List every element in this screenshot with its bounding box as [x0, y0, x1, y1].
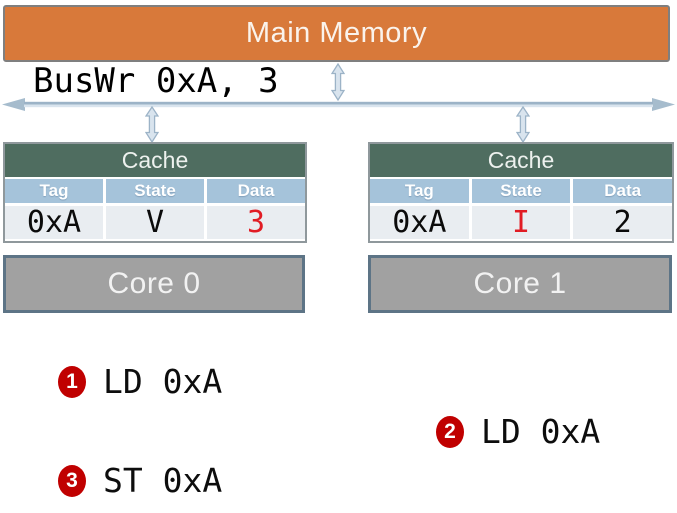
cache0-col-data: Data — [207, 179, 305, 203]
cache0-tag-value: 0xA — [5, 205, 103, 240]
main-memory-box: Main Memory — [3, 5, 670, 62]
event-1-badge: 1 — [58, 365, 86, 398]
event-2-label: LD 0xA — [481, 412, 601, 451]
cache1-col-tag: Tag — [370, 179, 469, 203]
cache0-col-tag: Tag — [5, 179, 103, 203]
cache0-col-state: State — [106, 179, 204, 203]
bus-transaction-label: BusWr 0xA, 3 — [33, 61, 279, 101]
cache0-data-value: 3 — [207, 205, 305, 240]
cache1-title: Cache — [370, 144, 672, 177]
core1-label: Core 1 — [473, 267, 567, 300]
main-memory-label: Main Memory — [245, 17, 428, 49]
bus-line-arrow — [2, 98, 675, 111]
event-2: 2 LD 0xA — [436, 412, 600, 451]
cache0-table: Cache Tag State Data 0xA V 3 — [3, 142, 307, 243]
event-2-badge: 2 — [436, 415, 464, 448]
cache1-data-value: 2 — [573, 205, 672, 240]
cache1-state-value: I — [471, 205, 571, 240]
event-3: 3 ST 0xA — [58, 461, 222, 500]
core0-label: Core 0 — [107, 267, 201, 300]
cache0-title: Cache — [5, 144, 305, 177]
core1-box: Core 1 — [368, 255, 672, 313]
memory-bus-arrow — [331, 63, 345, 101]
event-3-badge: 3 — [58, 464, 86, 497]
cache1-table: Cache Tag State Data 0xA I 2 — [368, 142, 674, 243]
cache0-grid: Tag State Data 0xA V 3 — [5, 179, 305, 240]
event-1: 1 LD 0xA — [58, 362, 222, 401]
cache1-col-state: State — [471, 179, 571, 203]
core0-box: Core 0 — [3, 255, 305, 313]
event-1-label: LD 0xA — [103, 362, 223, 401]
cache1-grid: Tag State Data 0xA I 2 — [370, 179, 672, 240]
cache1-tag-value: 0xA — [370, 205, 469, 240]
cache1-bus-arrow — [516, 106, 530, 143]
cache1-col-data: Data — [573, 179, 672, 203]
cache0-bus-arrow — [145, 106, 159, 143]
event-3-label: ST 0xA — [103, 461, 223, 500]
cache0-state-value: V — [106, 205, 204, 240]
